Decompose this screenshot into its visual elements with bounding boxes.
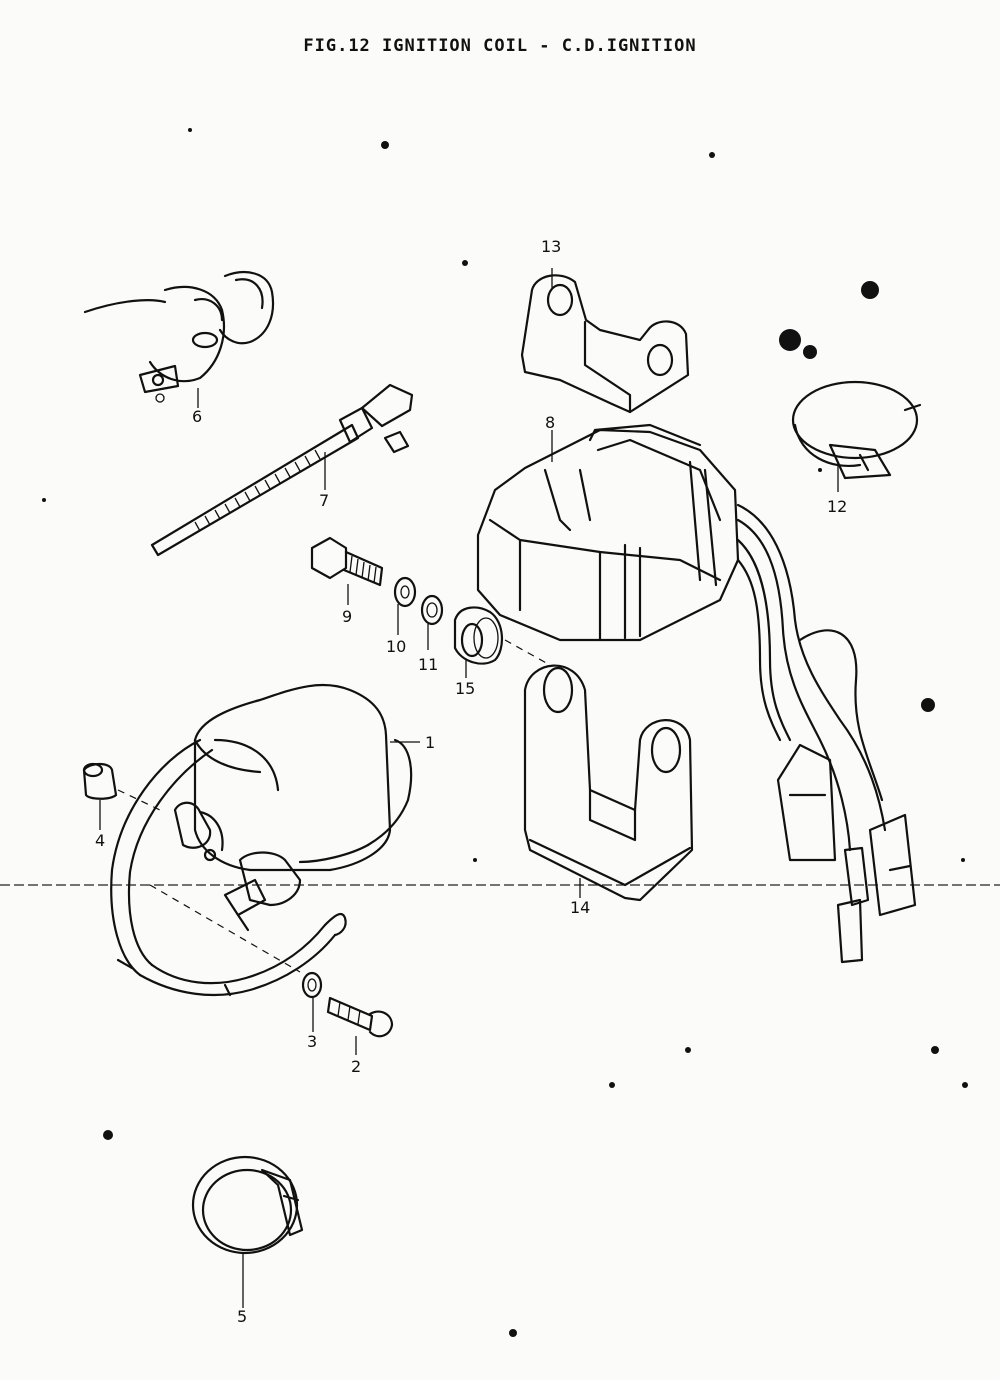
callout-6: 6 — [192, 407, 202, 426]
scan-noise — [42, 128, 968, 1337]
callout-4: 4 — [95, 831, 105, 850]
part-9-bolt — [310, 536, 384, 587]
callout-14: 14 — [570, 898, 590, 917]
callout-1: 1 — [425, 733, 435, 752]
figure-title: FIG.12 IGNITION COIL - C.D.IGNITION — [303, 36, 697, 56]
part-3-washer — [301, 971, 323, 999]
callout-11: 11 — [418, 655, 438, 674]
callout-leaders — [99, 268, 839, 1308]
assembly-line-collar — [117, 789, 161, 811]
callout-15: 15 — [455, 679, 475, 698]
callout-13: 13 — [541, 237, 561, 256]
callout-5: 5 — [237, 1307, 247, 1326]
callout-2: 2 — [351, 1057, 361, 1076]
part-12-hose-clamp — [791, 380, 922, 480]
assembly-line-grommet — [504, 639, 551, 666]
part-8-cdi-unit — [476, 423, 740, 642]
part-14-large-bracket — [523, 664, 694, 902]
part-4-collar — [82, 762, 118, 800]
assembly-line-coil — [149, 884, 301, 973]
part-10-washer — [393, 576, 417, 608]
callout-12: 12 — [827, 497, 847, 516]
part-11-washer — [420, 594, 444, 626]
part-2-bolt — [326, 996, 394, 1038]
part-1-ignition-coil — [110, 683, 413, 997]
part-15-grommet — [453, 606, 503, 665]
callout-3: 3 — [307, 1032, 317, 1051]
part-7-cable-tie — [150, 383, 414, 557]
callout-9: 9 — [342, 607, 352, 626]
part-6-clamp — [83, 271, 275, 403]
cdi-wire-harness — [736, 503, 917, 964]
part-13-upper-bracket — [520, 274, 690, 414]
callout-7: 7 — [319, 491, 329, 510]
part-5-hose-clamp — [191, 1155, 304, 1255]
callout-8: 8 — [545, 413, 555, 432]
callout-10: 10 — [386, 637, 406, 656]
